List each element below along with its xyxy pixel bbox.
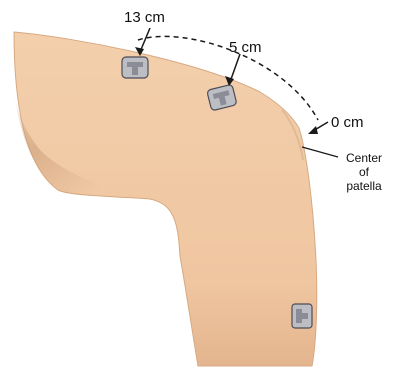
label-patella-line3: patella xyxy=(338,179,390,193)
label-patella-line2: of xyxy=(338,165,390,179)
label-patella-line1: Center xyxy=(338,151,390,165)
electrode-13cm xyxy=(122,57,148,78)
arrow-5cm-line xyxy=(230,54,240,82)
label-0cm: 0 cm xyxy=(331,115,364,130)
leg-shape xyxy=(14,32,317,366)
patella-leader-line xyxy=(302,147,338,157)
label-13cm: 13 cm xyxy=(124,10,165,25)
label-center-of-patella: Center of patella xyxy=(338,151,390,193)
arrow-0cm-head xyxy=(308,126,318,134)
arrow-13cm-line xyxy=(140,28,150,52)
label-5cm: 5 cm xyxy=(229,40,262,55)
electrode-shank xyxy=(292,304,312,328)
